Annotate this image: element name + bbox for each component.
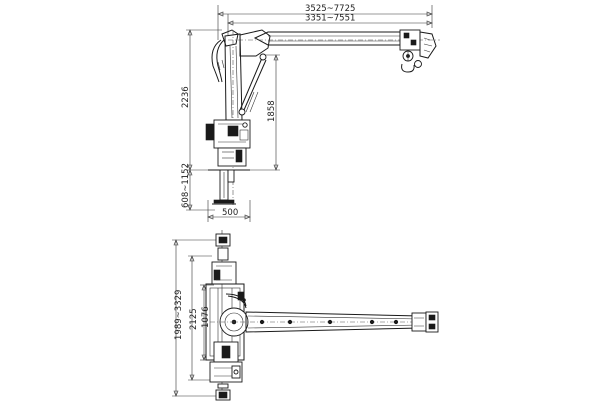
dim-leg-height: 608~1152 bbox=[181, 163, 191, 208]
mid-width-dimension bbox=[188, 255, 212, 381]
dim-base-width: 500 bbox=[222, 208, 238, 218]
dim-total-height: 2236 bbox=[181, 86, 191, 108]
base-width-dimension bbox=[207, 200, 251, 222]
outrigger-top-upper bbox=[211, 230, 237, 400]
luffing-cylinder bbox=[211, 39, 267, 116]
boom-height-dimension bbox=[250, 54, 280, 171]
dim-outer-reach: 3525~7725 bbox=[305, 4, 355, 14]
dim-mid-width: 2125 bbox=[189, 308, 199, 330]
total-height-dimension bbox=[186, 29, 222, 171]
boom-tip-top bbox=[411, 311, 439, 333]
slewing-unit bbox=[205, 119, 251, 171]
dim-boom-height: 1858 bbox=[267, 100, 277, 122]
overall-width-dimension bbox=[172, 239, 222, 397]
dim-inner-reach: 3351~7551 bbox=[305, 14, 355, 24]
outrigger-top-lower bbox=[209, 341, 243, 401]
reach-dimensions bbox=[217, 5, 433, 40]
boom-head-hook bbox=[399, 29, 437, 73]
outrigger-leg bbox=[212, 169, 236, 205]
top-view: 1989~3329 2125 1076 bbox=[172, 230, 440, 401]
dim-overall-width: 1989~3329 bbox=[174, 290, 184, 340]
side-view: 3525~7725 3351~7551 2236 608~1152 1858 bbox=[181, 4, 440, 222]
leg-height-dimension bbox=[186, 169, 215, 211]
